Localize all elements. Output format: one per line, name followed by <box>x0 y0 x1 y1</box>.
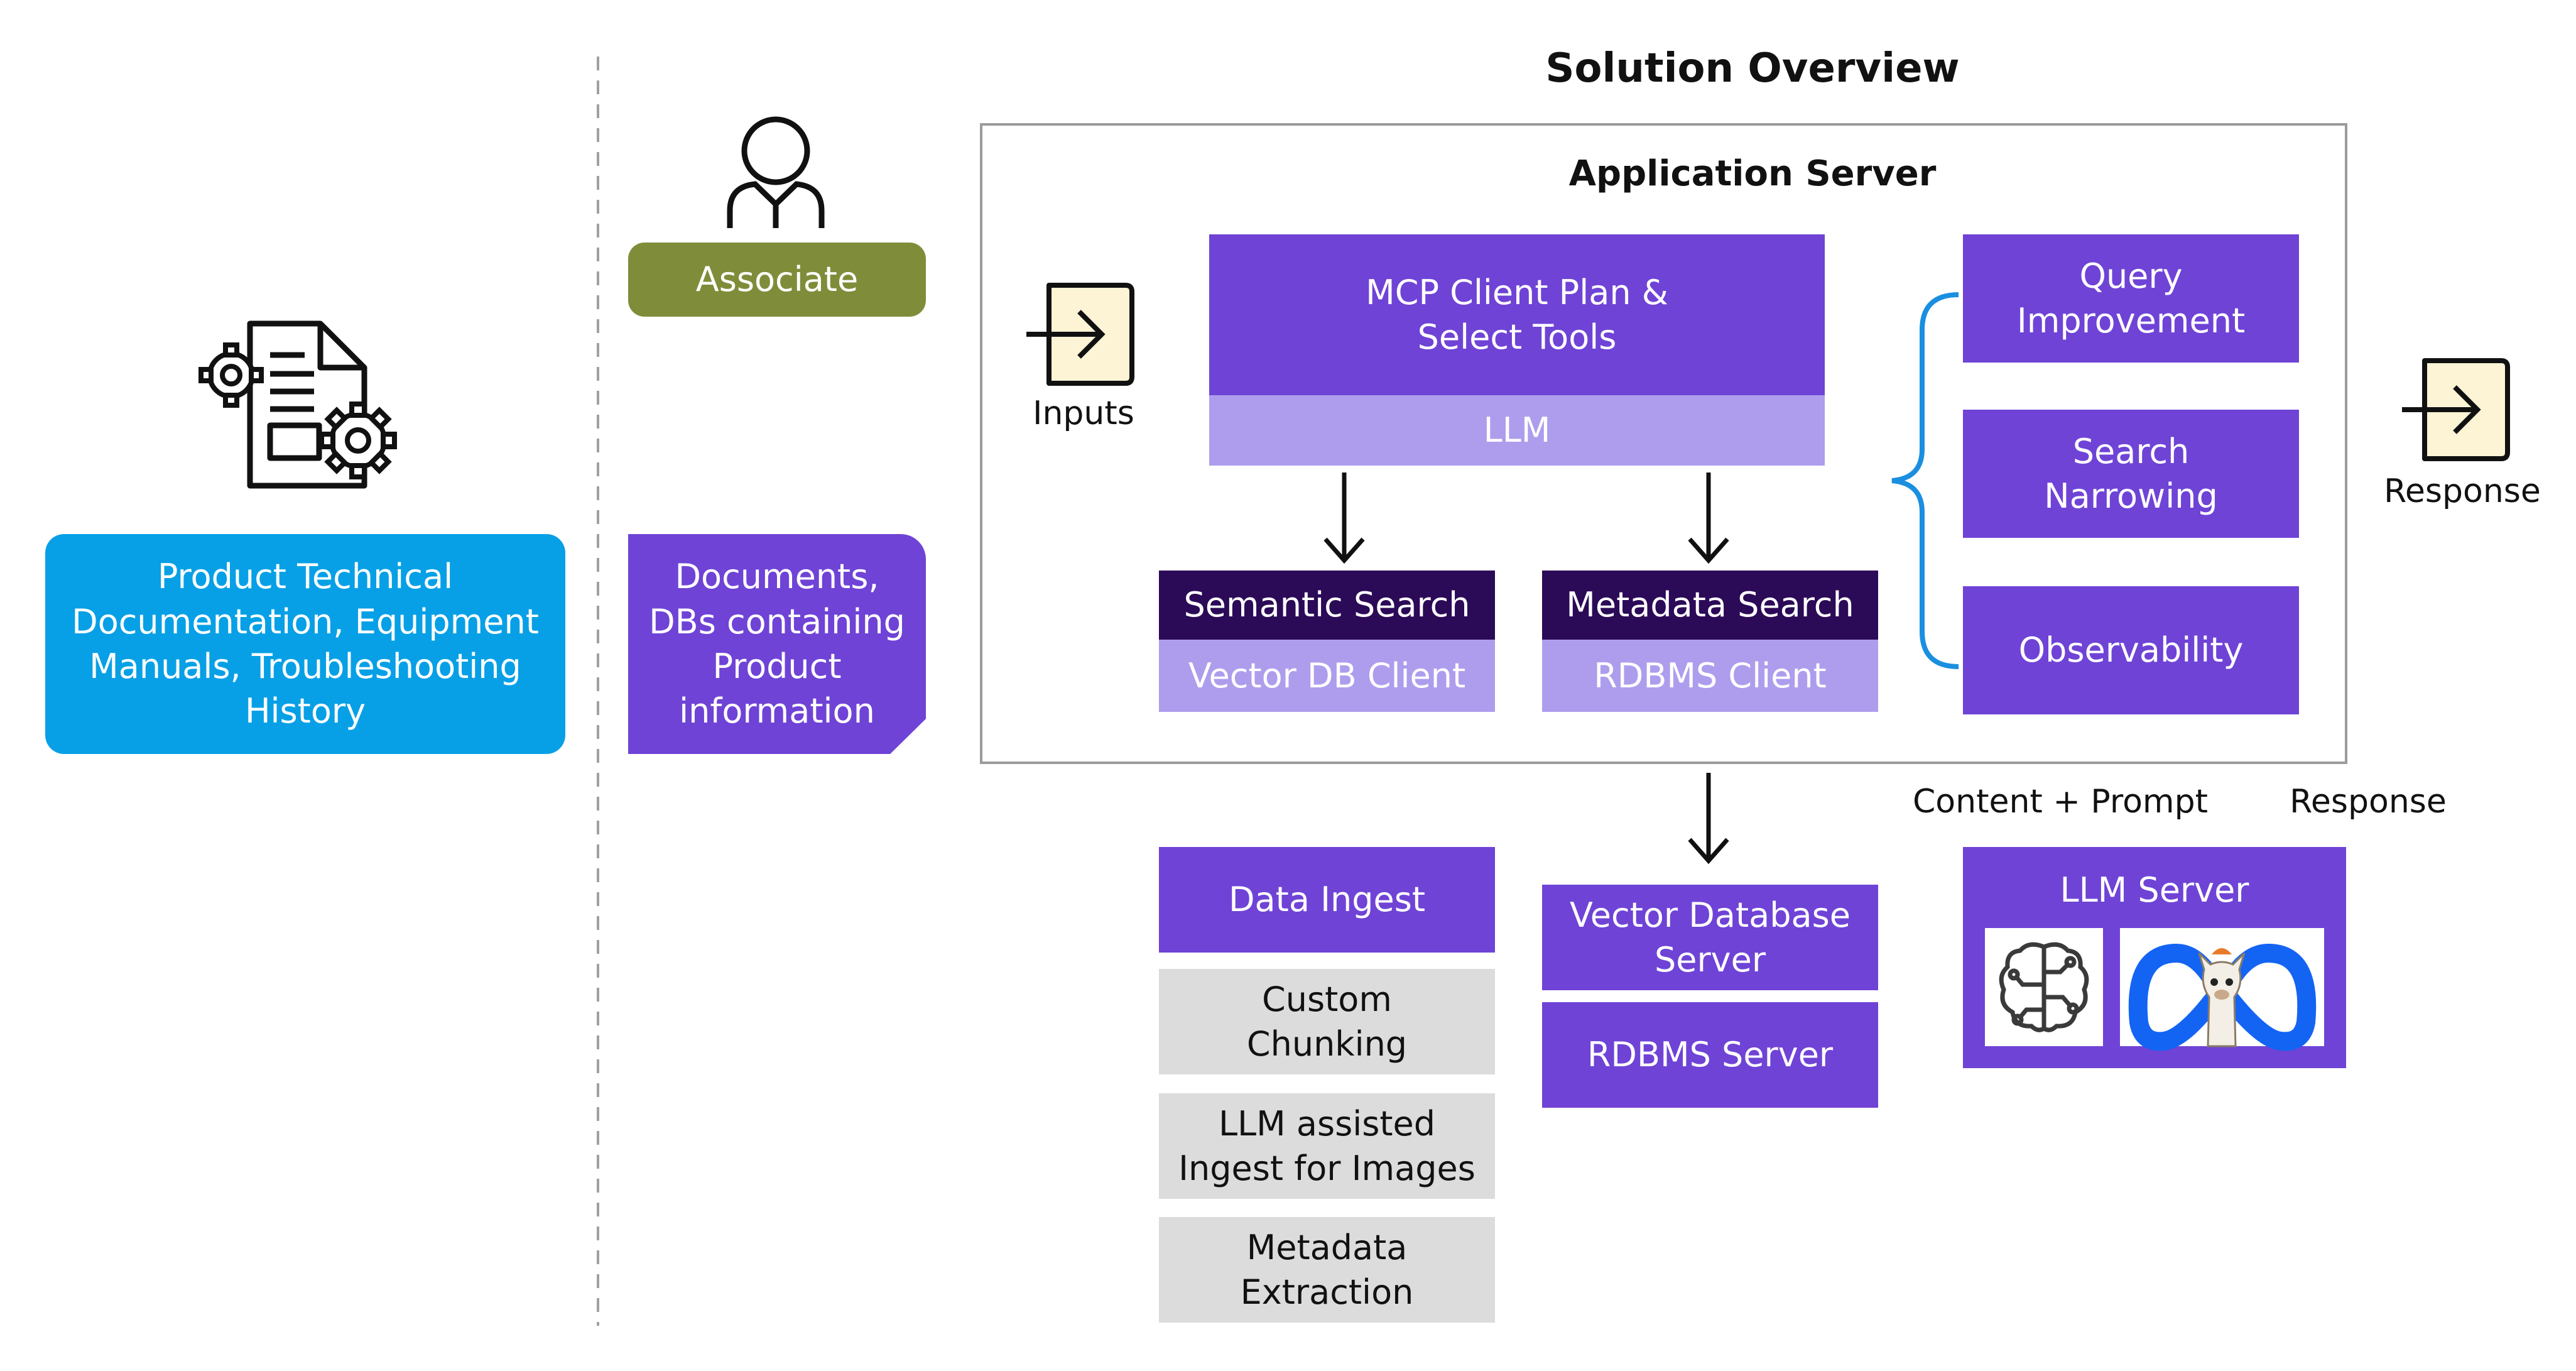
content-prompt-label: Content + Prompt <box>1913 783 2208 821</box>
solution-overview-title: Solution Overview <box>1545 45 1960 92</box>
curly-bracket <box>1891 292 1959 669</box>
arrow-to-db-servers <box>1688 773 1729 865</box>
application-server-title: Application Server <box>1568 153 1937 194</box>
input-arrow-icon <box>1026 283 1134 386</box>
brain-circuit-icon <box>1999 942 2089 1032</box>
llm-bar: LLM <box>1209 395 1825 466</box>
product-documentation-box: Product Technical Documentation, Equipme… <box>45 534 565 754</box>
response-output-label: Response <box>2384 472 2541 510</box>
metadata-extraction-box: Metadata Extraction <box>1159 1217 1495 1323</box>
rdbms-server-box: RDBMS Server <box>1542 1002 1878 1108</box>
custom-chunking-box: Custom Chunking <box>1159 969 1495 1074</box>
arrow-to-metadata <box>1688 472 1729 564</box>
rdbms-client-box: RDBMS Client <box>1542 640 1878 712</box>
query-improvement-box: Query Improvement <box>1963 234 2299 363</box>
data-ingest-box: Data Ingest <box>1159 847 1495 953</box>
inputs-label: Inputs <box>1033 395 1134 432</box>
search-narrowing-box: Search Narrowing <box>1963 410 2299 538</box>
document-gear-icon <box>198 320 397 489</box>
llm-assisted-ingest-box: LLM assisted Ingest for Images <box>1159 1093 1495 1199</box>
documents-dbs-box: Documents, DBs containing Product inform… <box>628 534 926 754</box>
semantic-search-box: Semantic Search <box>1159 571 1495 640</box>
application-server-container <box>980 123 2347 764</box>
meta-llama-logo <box>2128 944 2317 1051</box>
llm-server-title: LLM Server <box>2060 870 2249 910</box>
vector-database-server-box: Vector Database Server <box>1542 885 1878 990</box>
user-icon <box>727 116 825 228</box>
observability-box: Observability <box>1963 586 2299 714</box>
associate-label: Associate <box>628 243 926 317</box>
metadata-search-box: Metadata Search <box>1542 571 1878 640</box>
response-label: Response <box>2290 783 2447 821</box>
response-arrow-icon <box>2402 358 2510 461</box>
vector-db-client-box: Vector DB Client <box>1159 640 1495 712</box>
arrow-to-semantic <box>1323 472 1365 564</box>
mcp-client-box: MCP Client Plan & Select Tools <box>1209 234 1825 395</box>
